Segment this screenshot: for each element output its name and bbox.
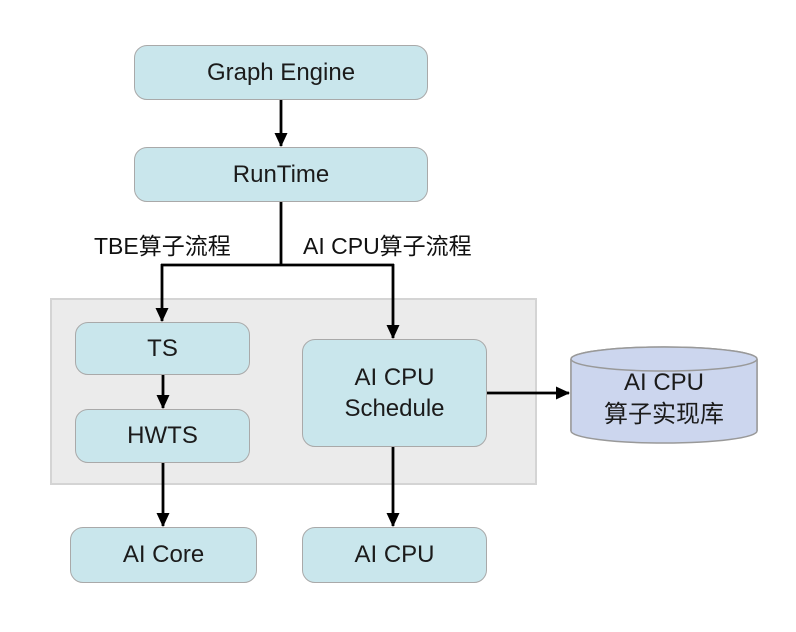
node-ts-label: TS — [147, 334, 178, 362]
node-ai-core-label: AI Core — [122, 541, 205, 569]
node-ai-cpu-schedule-line2: Schedule — [344, 395, 445, 422]
node-ai-cpu: AI CPU — [302, 527, 487, 583]
node-runtime-label: RunTime — [232, 160, 330, 188]
node-ts: TS — [75, 322, 250, 375]
node-ai-cpu-operator-library: AI CPU 算子实现库 — [570, 345, 758, 445]
node-ai-core: AI Core — [70, 527, 257, 583]
cylinder-shape — [570, 346, 758, 444]
node-ai-cpu-operator-library-line2: 算子实现库 — [604, 401, 724, 429]
node-ai-cpu-operator-library-line1: AI CPU — [623, 369, 704, 396]
node-ai-cpu-schedule-line1: AI CPU — [354, 363, 435, 391]
edge-label-tbe-flow: TBE算子流程 — [94, 233, 231, 259]
node-graph-engine: Graph Engine — [134, 45, 428, 100]
node-graph-engine-label: Graph Engine — [206, 58, 356, 86]
edge-label-ai-cpu-flow: AI CPU算子流程 — [303, 233, 472, 259]
node-ai-cpu-schedule: AI CPU Schedule — [302, 339, 487, 447]
node-runtime: RunTime — [134, 147, 428, 202]
node-hwts-label: HWTS — [127, 422, 198, 450]
node-ai-cpu-label: AI CPU — [354, 541, 435, 569]
node-hwts: HWTS — [75, 409, 250, 463]
